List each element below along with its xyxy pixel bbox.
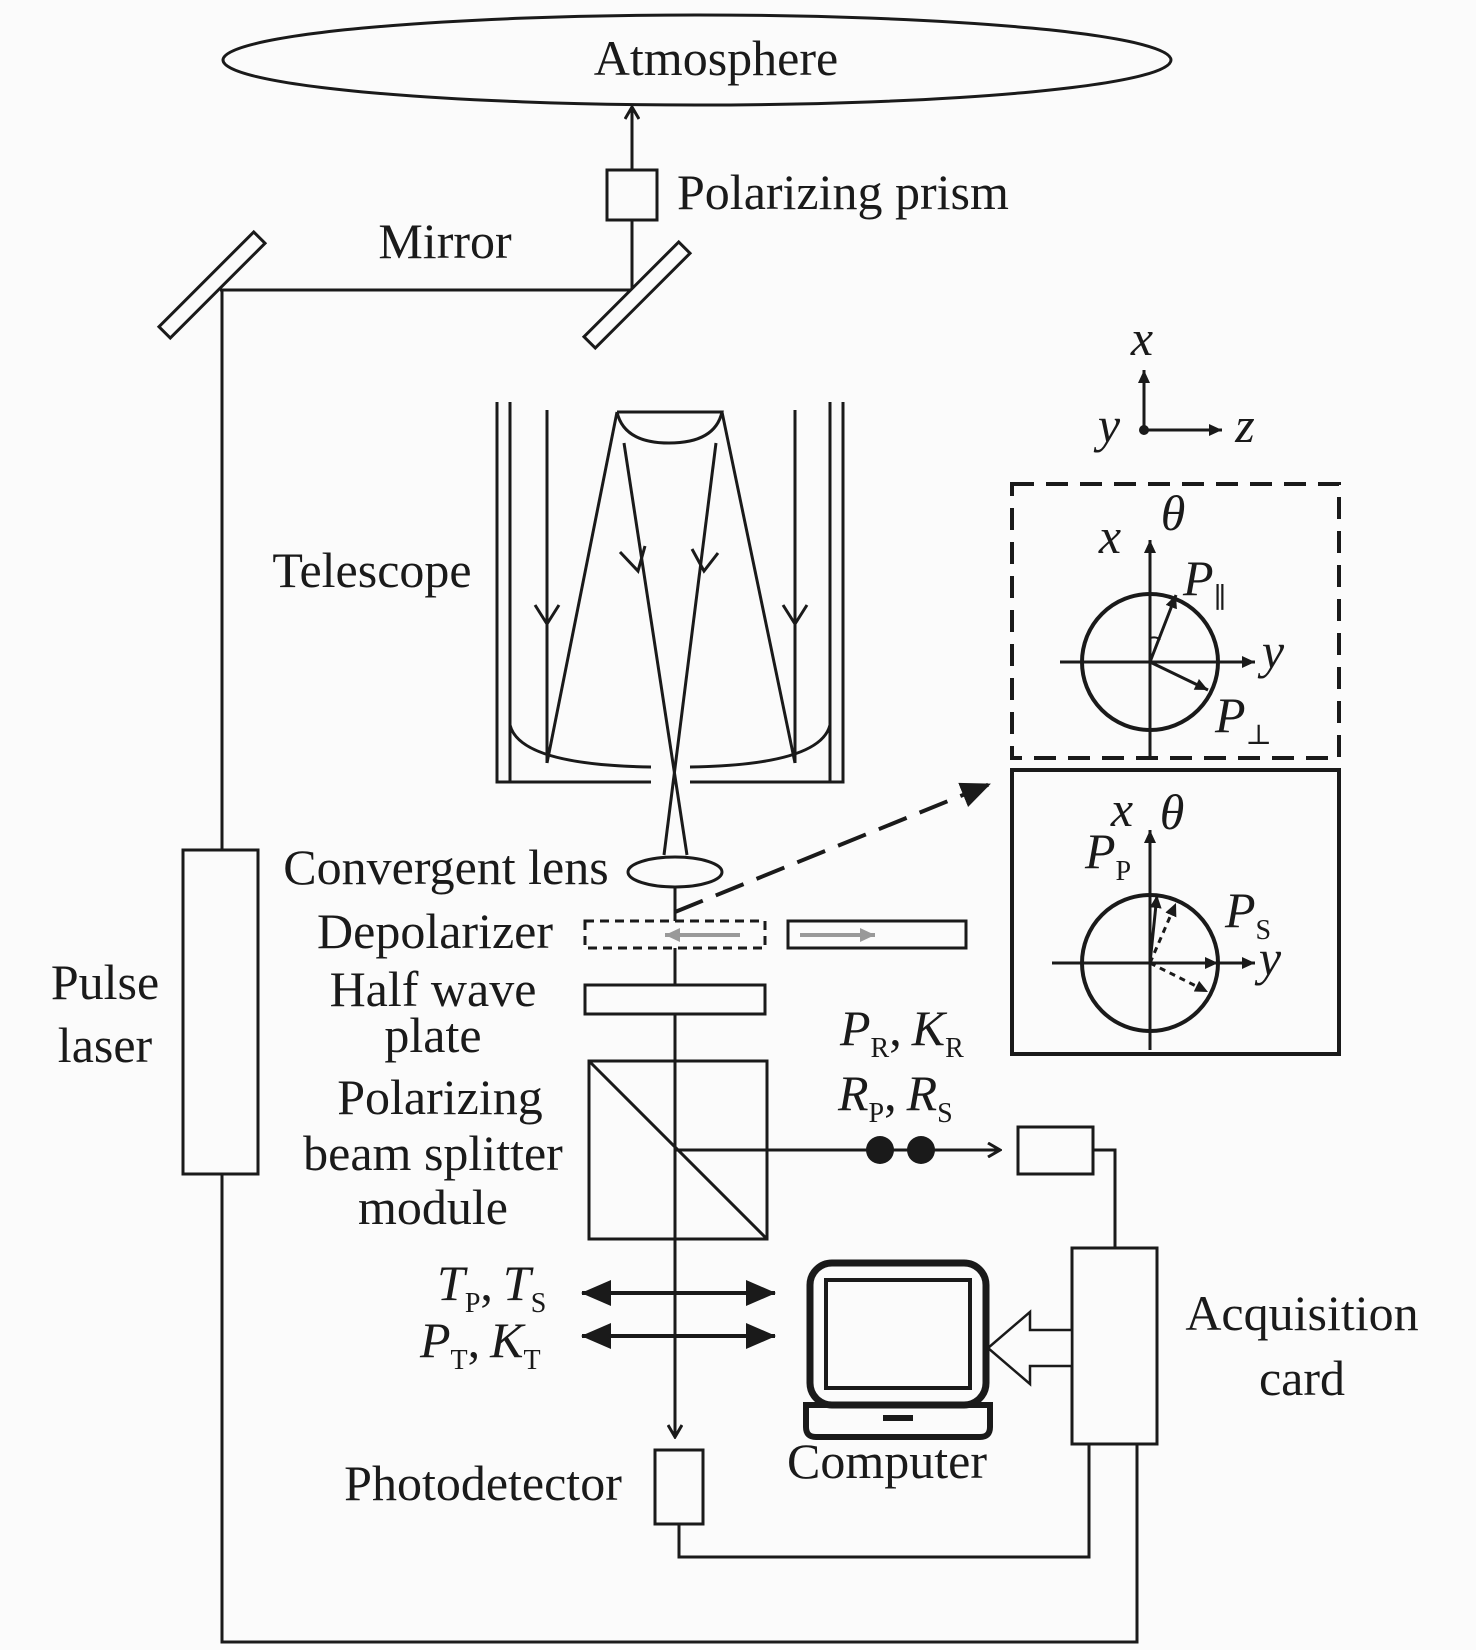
transmit-params-2: PT,KT [419, 1312, 541, 1376]
reflect-detector-cable [1093, 1148, 1117, 1248]
inset2-y-label: y [1254, 930, 1282, 986]
inset1-p-perp-label: P⊥ [1214, 687, 1272, 751]
pbs-label-1: Polarizing [337, 1069, 543, 1125]
reflect-params-1: PR,KR [839, 1000, 964, 1064]
reflect-ray-right [720, 411, 797, 764]
telescope-tube-left [495, 402, 651, 784]
coord-y-dot [1139, 425, 1149, 435]
mirror-right [581, 239, 693, 351]
transmit-params-1: TP,TS [437, 1255, 546, 1319]
acquisition-label-1: Acquisition [1185, 1285, 1418, 1341]
reflected-beam-dot [866, 1136, 894, 1164]
pulse-laser-box [181, 848, 260, 1176]
ray-arrow [533, 604, 561, 627]
inset1-circle [1080, 592, 1220, 732]
telescope-tube-right [690, 402, 845, 784]
reflect-ray-left [545, 411, 619, 764]
inset2-pp-label: PP [1084, 823, 1131, 887]
convergent-lens [626, 855, 724, 889]
pbs-label-3: module [358, 1179, 508, 1235]
laser-trigger-cable [220, 1174, 1139, 1644]
inset1-theta-label: θ [1161, 485, 1186, 541]
inset2-ps-dashed [1149, 961, 1209, 994]
inset2-x-label: x [1110, 781, 1133, 837]
inset-before-pbs [1010, 482, 1341, 760]
computer-label: Computer [787, 1433, 987, 1489]
acquisition-label-2: card [1259, 1350, 1345, 1406]
mirror-left [156, 229, 268, 341]
data-arrow [986, 1309, 1074, 1387]
inset-after-waveplate [1010, 768, 1341, 1056]
atmosphere-ellipse [221, 13, 1173, 107]
reflect-params-2: RP,RS [837, 1065, 953, 1129]
mirror-label: Mirror [378, 213, 512, 269]
secondary-mirror [615, 410, 724, 445]
coord-y-label: y [1093, 397, 1121, 453]
inset2-ps-label: PS [1224, 882, 1271, 946]
half-wave-label-1: Half wave [330, 961, 537, 1017]
coord-x-label: x [1130, 310, 1153, 366]
inset1-p-perp [1149, 660, 1209, 692]
pulse-laser-label-2: laser [58, 1017, 153, 1073]
convergent-lens-label: Convergent lens [283, 839, 608, 895]
telescope-label: Telescope [272, 542, 471, 598]
half-wave-label-2: plate [384, 1007, 481, 1063]
ray-arrow [690, 548, 720, 574]
focus-ray-left [622, 442, 689, 856]
primary-mirror [508, 724, 832, 769]
computer-icon [803, 1259, 993, 1440]
inset2-pp [1148, 894, 1162, 964]
polarizing-prism [605, 168, 659, 222]
inset1-p-parallel [1148, 594, 1178, 663]
polarizing-prism-label: Polarizing prism [677, 164, 1009, 220]
focus-ray-right [662, 442, 718, 856]
photodetector-label: Photodetector [344, 1455, 622, 1511]
inset1-y-label: y [1257, 623, 1285, 679]
ray-arrow [781, 604, 809, 627]
photodetector-cable [677, 1444, 1091, 1559]
reflect-detector [1016, 1125, 1095, 1176]
atmosphere-label: Atmosphere [594, 30, 838, 86]
depolarizer-label: Depolarizer [317, 903, 553, 959]
photodetector-box [653, 1448, 705, 1526]
inset2-theta-label: θ [1160, 784, 1185, 840]
inset-pointer [674, 782, 991, 914]
inset1-theta-arc [1149, 636, 1161, 641]
pbs-label-2: beam splitter [303, 1125, 563, 1181]
half-wave-plate [583, 983, 767, 1016]
pulse-laser-label-1: Pulse [51, 954, 159, 1010]
inset1-p-parallel-label: P∥ [1182, 550, 1226, 614]
ray-arrow [618, 545, 647, 574]
acquisition-card-box [1070, 1246, 1159, 1446]
coord-z-label: z [1234, 397, 1254, 453]
inset1-x-label: x [1098, 508, 1121, 564]
reflected-beam-dot [907, 1136, 935, 1164]
